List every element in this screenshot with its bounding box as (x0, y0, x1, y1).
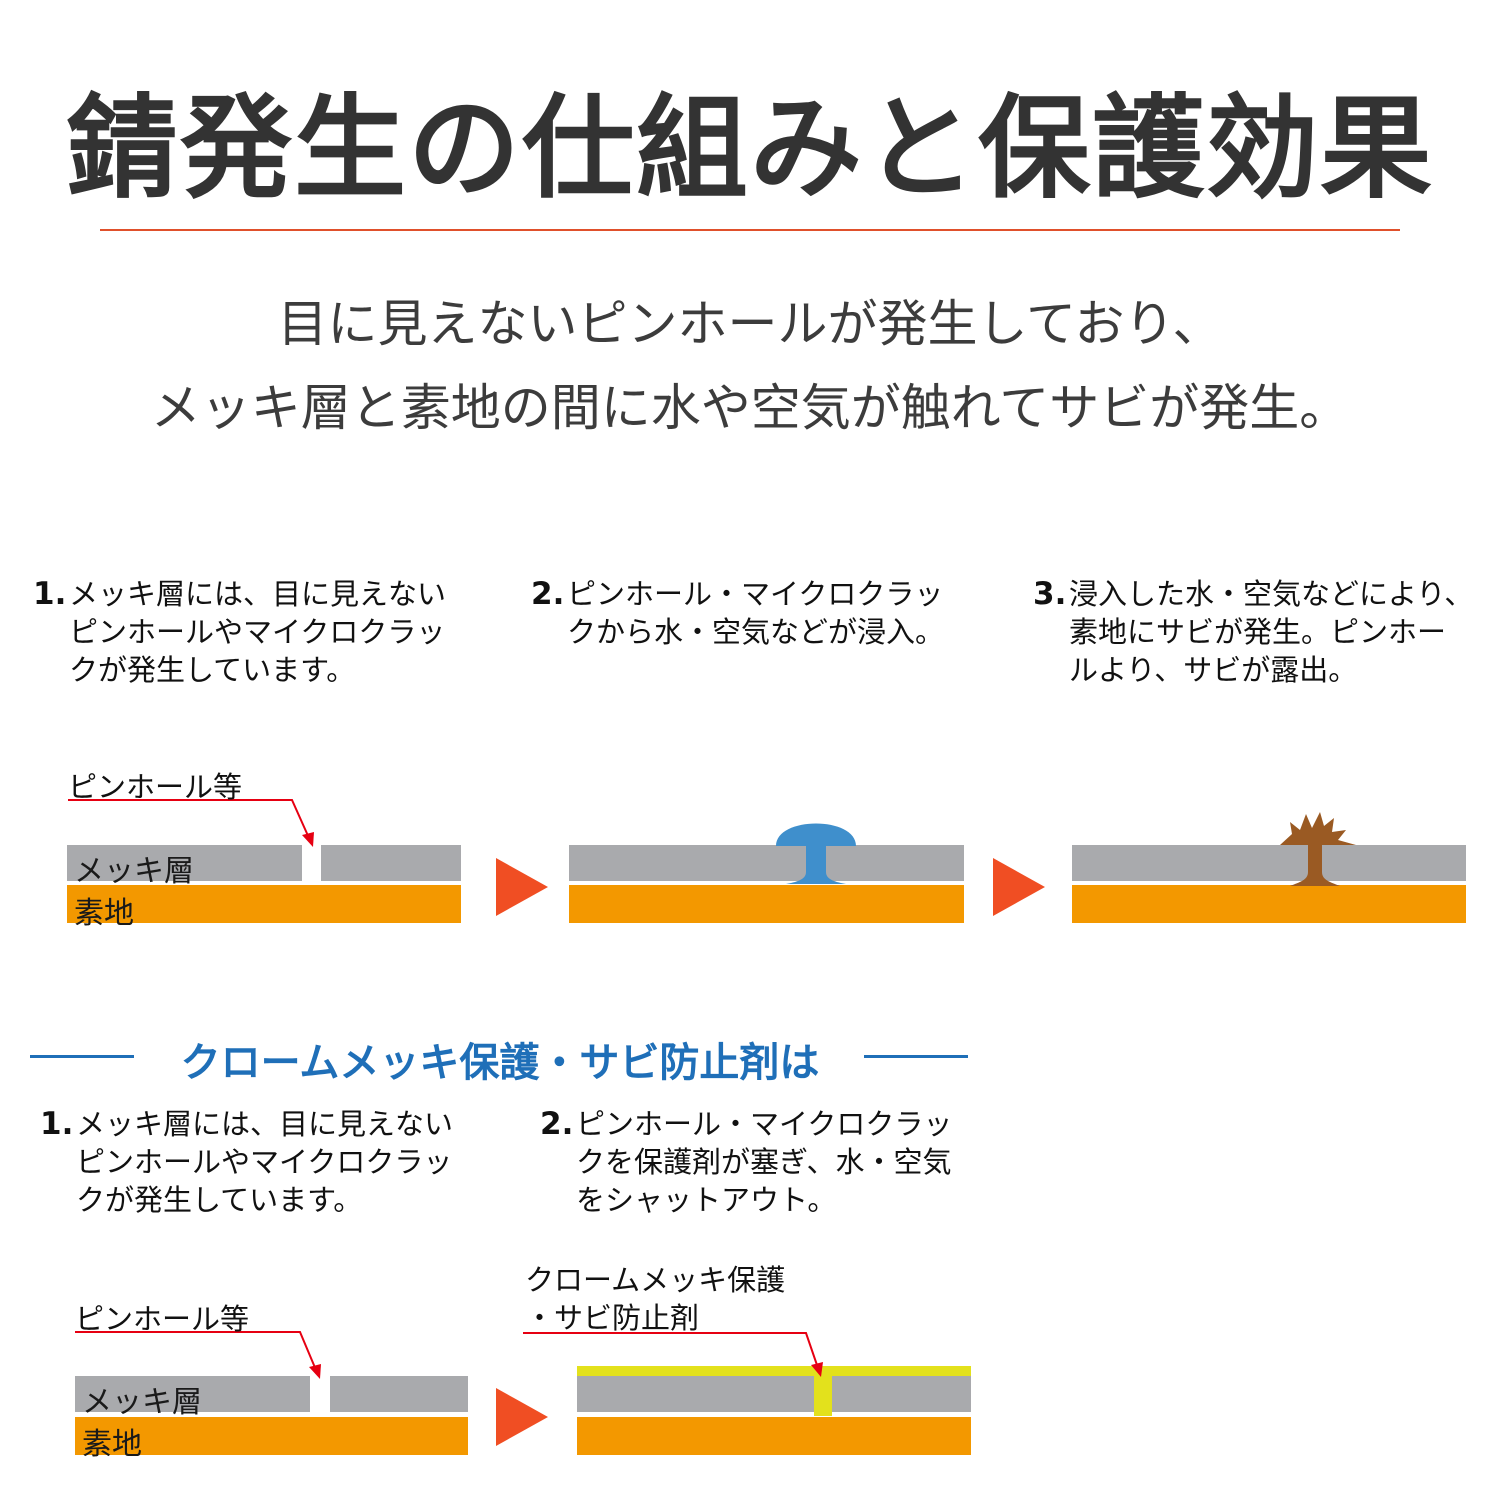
step-text-line: ルより、サビが露出。 (1069, 653, 1358, 687)
rust-splash-icon (1280, 812, 1356, 886)
right-arrow-icon (993, 858, 1045, 916)
step-number: 1. (33, 576, 67, 612)
pointer-arrowhead (302, 832, 314, 847)
page-title: 錆発生の仕組みと保護効果 (66, 84, 1434, 214)
pinhole-pointer-line (68, 799, 310, 839)
plating-layer (67, 845, 302, 881)
step-number: 2. (531, 576, 565, 612)
base-layer (569, 885, 964, 923)
step-text-line: クが発生しています。 (76, 1183, 363, 1217)
plating-layer (569, 845, 964, 881)
base-layer (1072, 885, 1466, 923)
step-number: 1. (40, 1106, 74, 1142)
agent-label-line-2: ・サビ防止剤 (525, 1301, 700, 1335)
pinhole-label: ピンホール等 (75, 1302, 250, 1336)
pointer-arrowhead (811, 1362, 823, 1377)
base-label: 素地 (82, 1427, 142, 1462)
agent-label-line-1: クロームメッキ保護 (525, 1263, 786, 1297)
step-text-line: ピンホール・マイクロクラッ (567, 577, 944, 611)
heading-rule-right (864, 1055, 968, 1058)
plating-layer (1072, 845, 1466, 881)
step-text-line: メッキ層には、目に見えない (69, 577, 447, 611)
plating-layer (321, 845, 461, 881)
right-arrow-icon (496, 858, 548, 916)
step-text-line: 浸入した水・空気などにより、 (1069, 577, 1474, 611)
plating-label: メッキ層 (82, 1385, 202, 1420)
heading-rule-left (30, 1055, 134, 1058)
step-text-line: メッキ層には、目に見えない (76, 1107, 454, 1141)
step-text-line: をシャットアウト。 (576, 1183, 837, 1217)
water-droplet-icon (776, 823, 856, 884)
step-text-line: ピンホールやマイクロクラッ (76, 1145, 453, 1179)
step-text-line: クから水・空気などが浸入。 (567, 615, 945, 649)
pointer-arrowhead (309, 1364, 321, 1379)
base-layer (67, 885, 461, 923)
agent-coating (577, 1366, 971, 1376)
step-text-line: ピンホールやマイクロクラッ (69, 615, 446, 649)
agent-plug (814, 1376, 832, 1416)
lead-line-2: メッキ層と素地の間に水や空気が触れてサビが発生。 (150, 379, 1350, 437)
step-text-line: ピンホール・マイクロクラッ (576, 1107, 953, 1141)
pinhole-pointer-line (75, 1331, 317, 1371)
protection-heading-text: クロームメッキ保護・サビ防止剤は (180, 1040, 820, 1086)
agent-pointer-line (523, 1332, 819, 1369)
base-layer (75, 1417, 468, 1455)
plating-layer (577, 1376, 971, 1412)
step-text-line: クが発生しています。 (69, 653, 356, 687)
base-label: 素地 (74, 896, 134, 931)
step-text-line: クを保護剤が塞ぎ、水・空気 (576, 1145, 952, 1179)
base-layer (577, 1417, 971, 1455)
step-number: 2. (540, 1106, 574, 1142)
title-divider (100, 229, 1400, 231)
pinhole-label: ピンホール等 (68, 770, 243, 804)
plating-layer (75, 1376, 310, 1412)
plating-layer (330, 1376, 468, 1412)
step-number: 3. (1033, 576, 1067, 612)
right-arrow-icon (496, 1388, 548, 1446)
protection-heading: クロームメッキ保護・サビ防止剤は (30, 1030, 970, 1086)
step-text-line: 素地にサビが発生。ピンホー (1069, 615, 1447, 649)
lead-line-1: 目に見えないピンホールが発生しており、 (277, 295, 1223, 353)
plating-label: メッキ層 (74, 854, 194, 889)
